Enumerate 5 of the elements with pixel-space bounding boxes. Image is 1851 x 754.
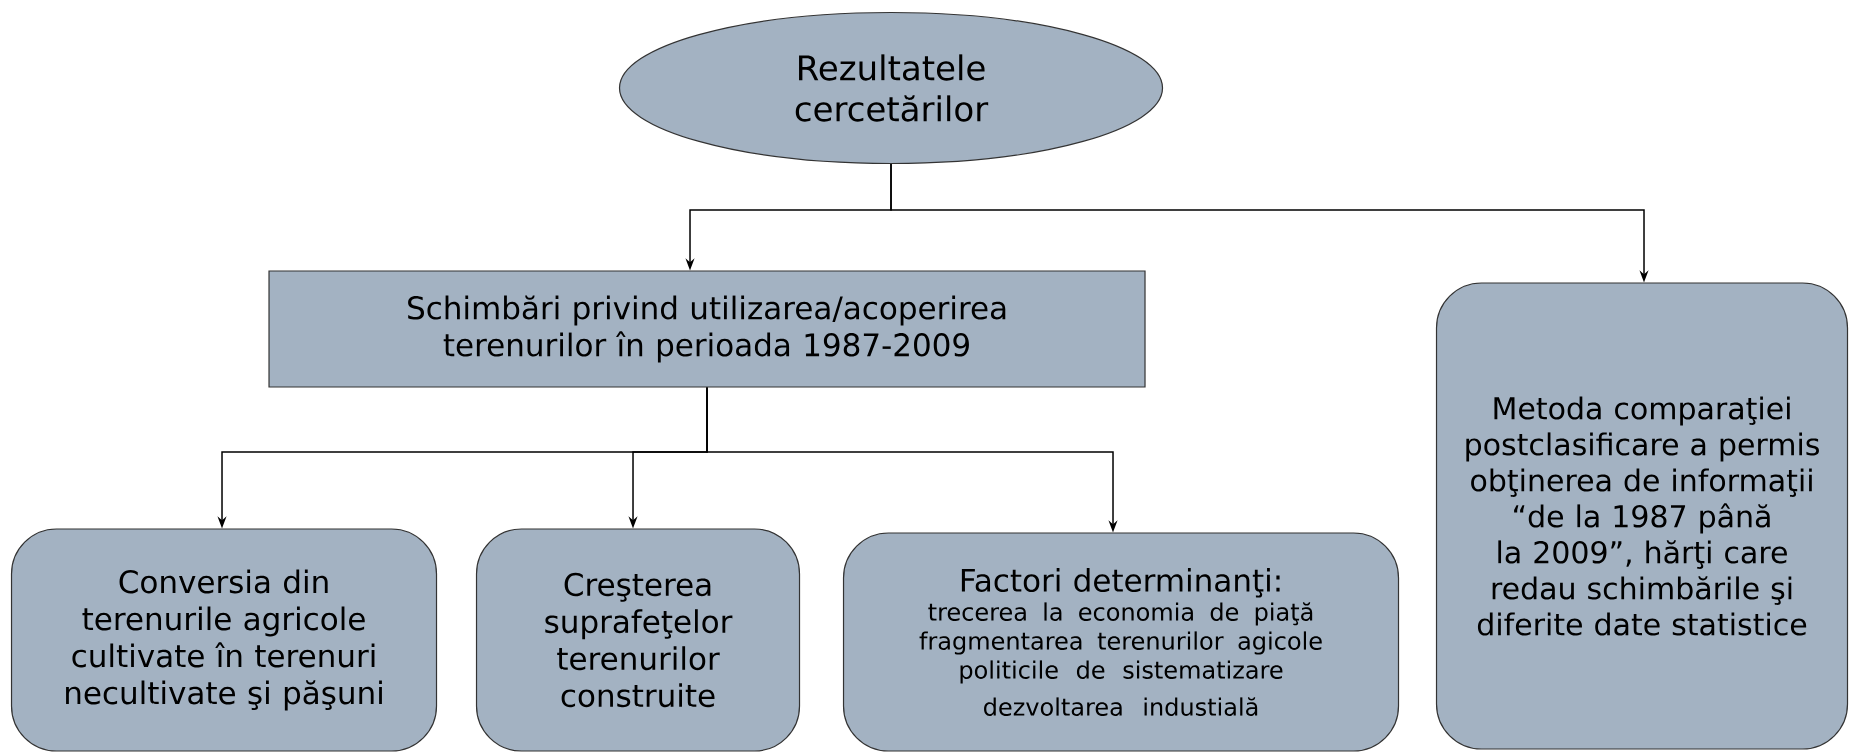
rounded-box: Conversia din terenurile agricole cultivate în terenuri necultivate şi păşuni	[10, 528, 438, 752]
rounded-box: Creşterea suprafeţelor terenurilor construite	[475, 528, 801, 752]
rounded-box: Factori determinanţi: trecerea la economia de piaţă fragmentarea terenurilor agicole politicile de sistematizare dezvoltarea industială	[842, 532, 1400, 752]
rounded-box: Metoda comparaţiei postclasificare a permis obţinerea de informaţii “de la 1987 până la 2009”, hărţi care redau schimbările şi diferite date statistice	[1435, 282, 1849, 750]
process-box: Schimbări privind utilizarea/acoperirea terenurilor în perioada 1987-2009	[268, 270, 1146, 388]
